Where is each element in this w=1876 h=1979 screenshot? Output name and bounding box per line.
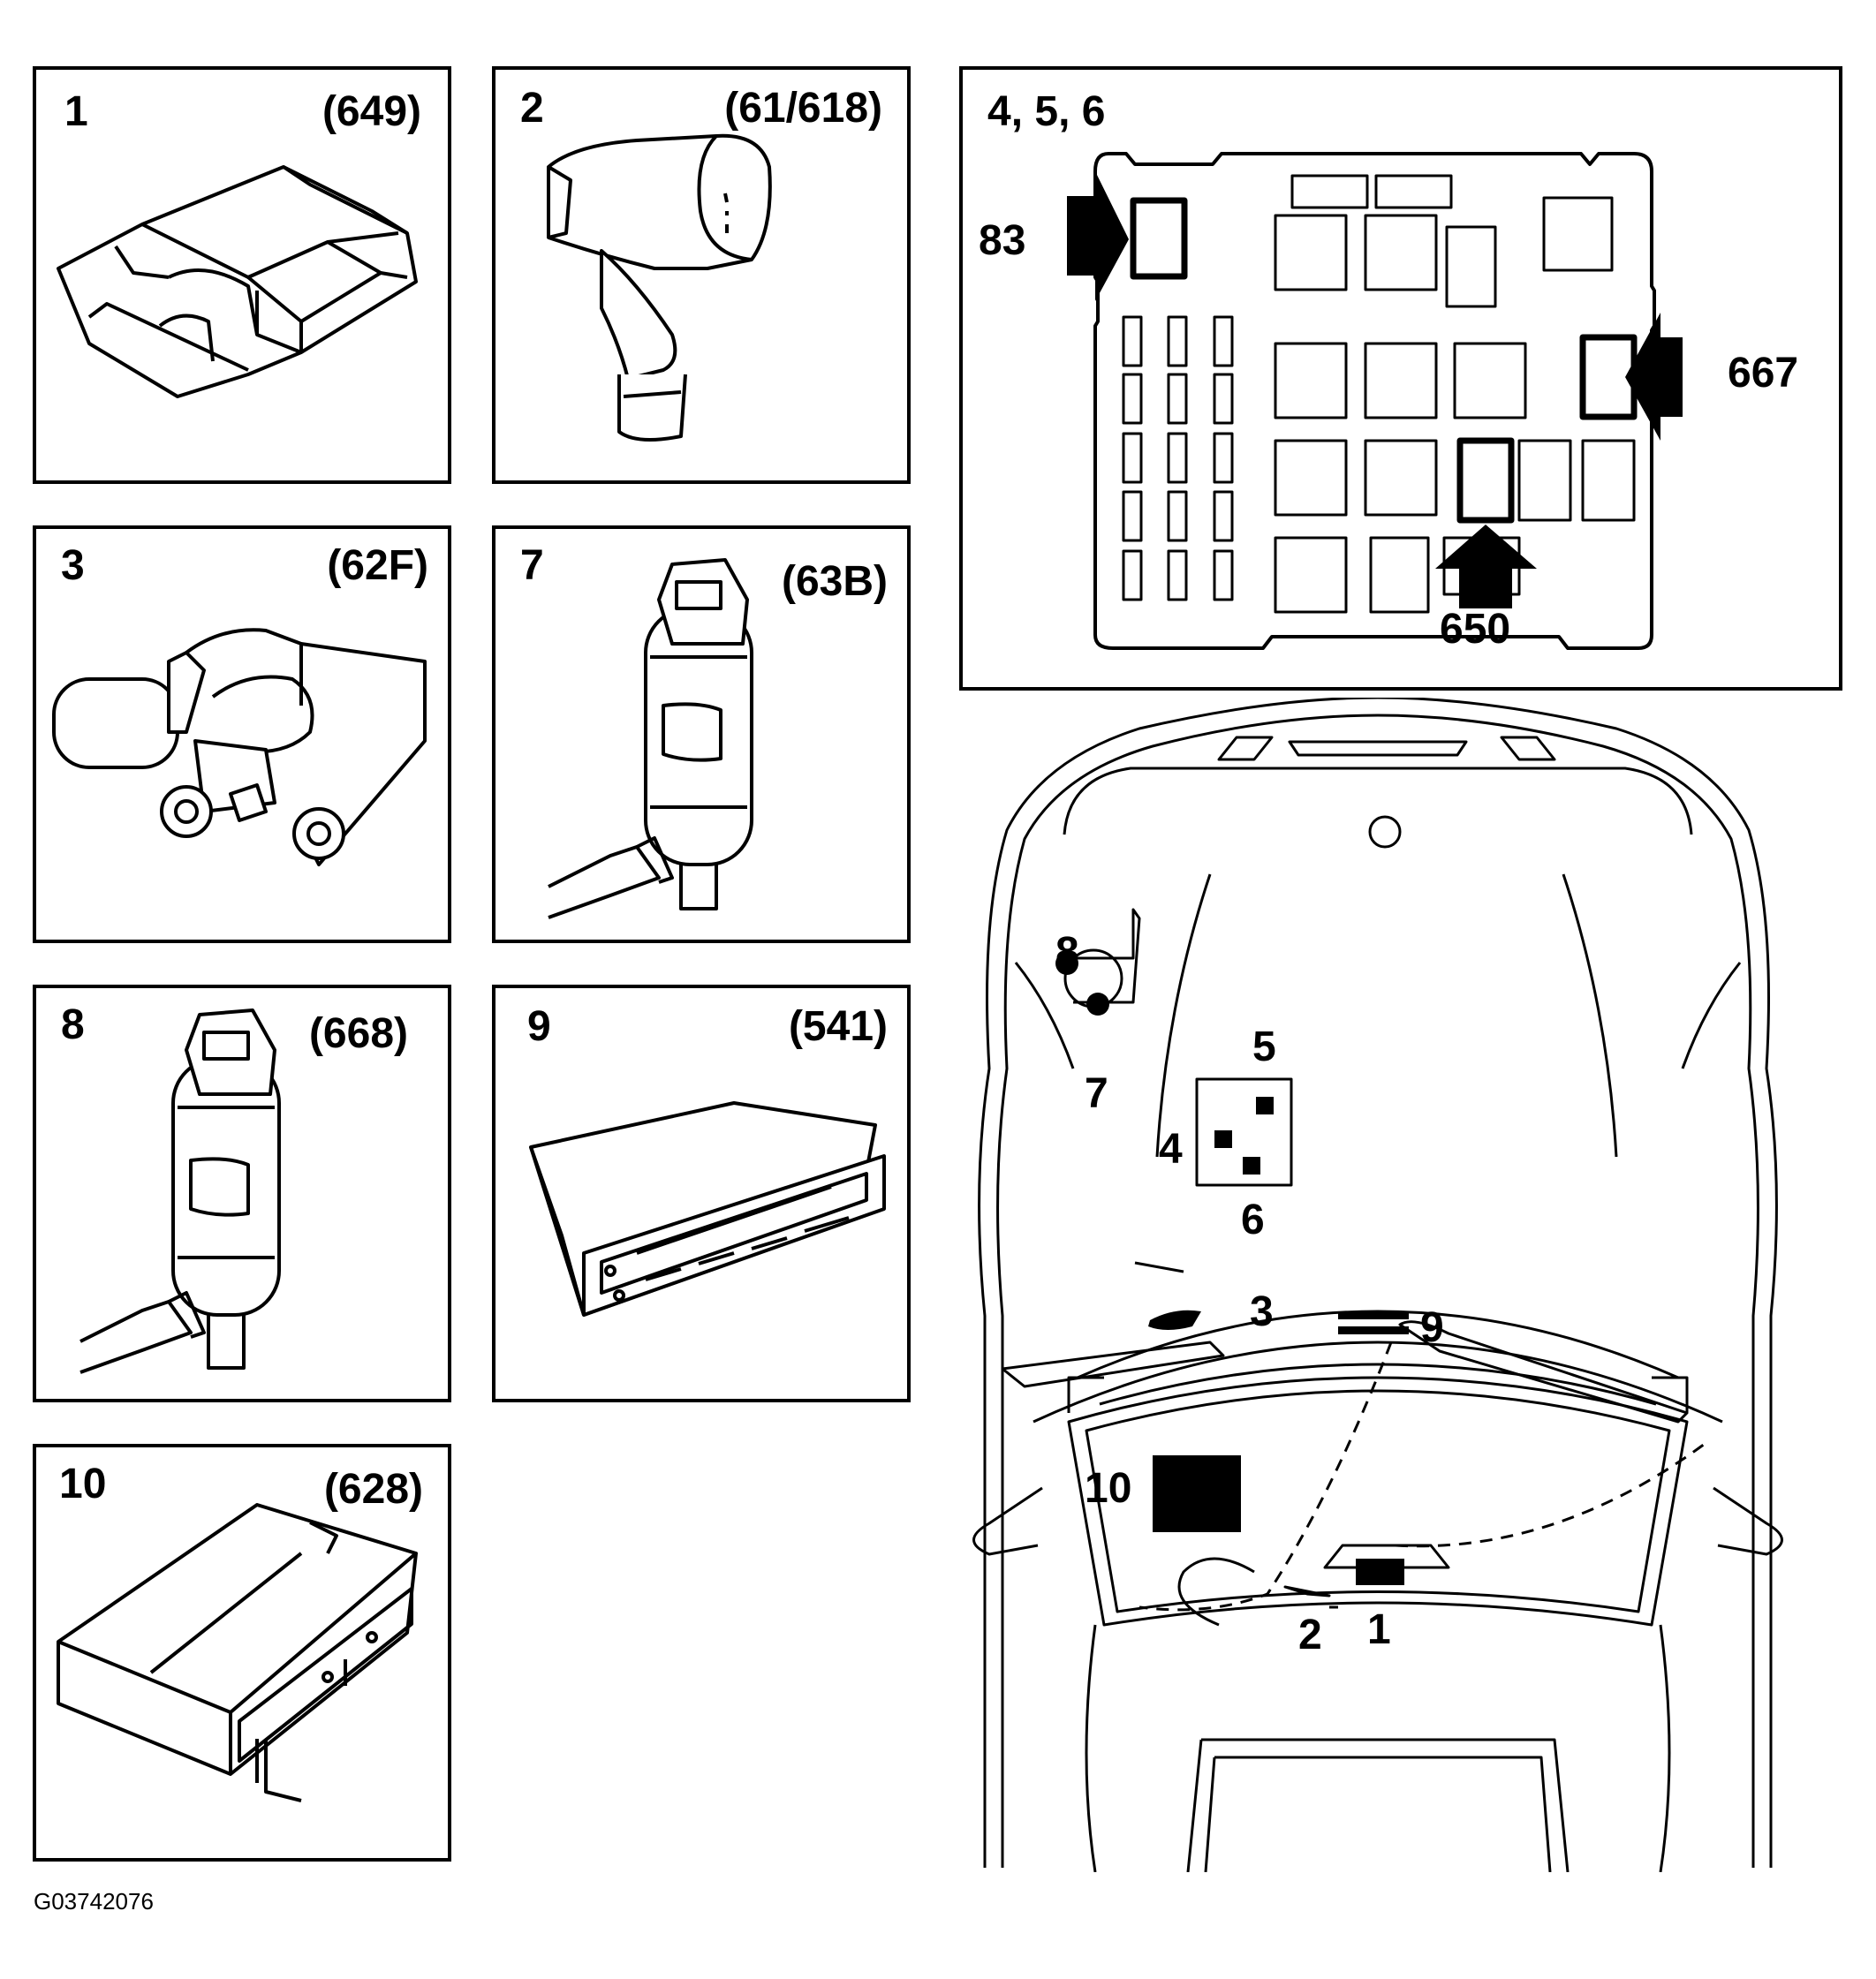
control-module-illustration	[57, 165, 418, 398]
vehicle-top-view	[972, 698, 1783, 1872]
image-id: G03742076	[34, 1888, 154, 1915]
panel-1: 1 (649)	[33, 66, 451, 484]
component-code: (668)	[308, 1010, 408, 1057]
car-label-2: 2	[1298, 1612, 1322, 1658]
component-code: (62F)	[327, 542, 428, 589]
arrow-label-right: 667	[1728, 350, 1799, 397]
arrow-label-left: 83	[979, 217, 1026, 264]
panel-number: 4, 5, 6	[987, 88, 1106, 135]
car-label-3: 3	[1250, 1288, 1274, 1335]
car-label-7: 7	[1085, 1070, 1108, 1117]
component-code: (628)	[323, 1466, 423, 1513]
panel-number: 1	[64, 88, 88, 135]
fusebox-illustration	[1067, 152, 1683, 650]
panel-9: 9 (541)	[492, 985, 911, 1402]
panel-number: 2	[520, 85, 544, 132]
wiper-motor-illustration	[52, 628, 427, 866]
component-code: (649)	[321, 88, 421, 135]
panel-number: 3	[61, 542, 85, 589]
washer-pump-illustration	[548, 558, 753, 919]
panel-number: 7	[520, 542, 544, 589]
panel-10: 10 (628)	[33, 1444, 451, 1862]
panel-7: 7 (63B)	[492, 525, 911, 943]
component-code: (63B)	[781, 558, 888, 605]
panel-3: 3 (62F)	[33, 525, 451, 943]
car-label-6: 6	[1241, 1197, 1265, 1243]
component-code: (541)	[788, 1003, 888, 1050]
car-label-10: 10	[1085, 1465, 1132, 1512]
panel-8: 8 (668)	[33, 985, 451, 1402]
car-label-5: 5	[1252, 1023, 1276, 1070]
car-label-4: 4	[1159, 1126, 1183, 1173]
electronic-module-illustration	[57, 1503, 418, 1802]
panel-fusebox: 4, 5, 6	[959, 66, 1842, 691]
car-label-8: 8	[1055, 929, 1079, 976]
panel-2: 2 (61/618)	[492, 66, 911, 484]
panel-number: 10	[59, 1461, 107, 1507]
display-module-illustration	[529, 1101, 886, 1317]
washer-pump-illustration	[79, 1008, 281, 1374]
car-label-9: 9	[1420, 1304, 1444, 1351]
panel-number: 9	[527, 1003, 551, 1050]
panel-number: 8	[61, 1001, 85, 1048]
car-label-1: 1	[1367, 1606, 1391, 1653]
wiper-switch-stalk-illustration	[547, 133, 772, 442]
component-code: (61/618)	[724, 85, 882, 132]
arrow-label-bottom: 650	[1440, 606, 1511, 653]
